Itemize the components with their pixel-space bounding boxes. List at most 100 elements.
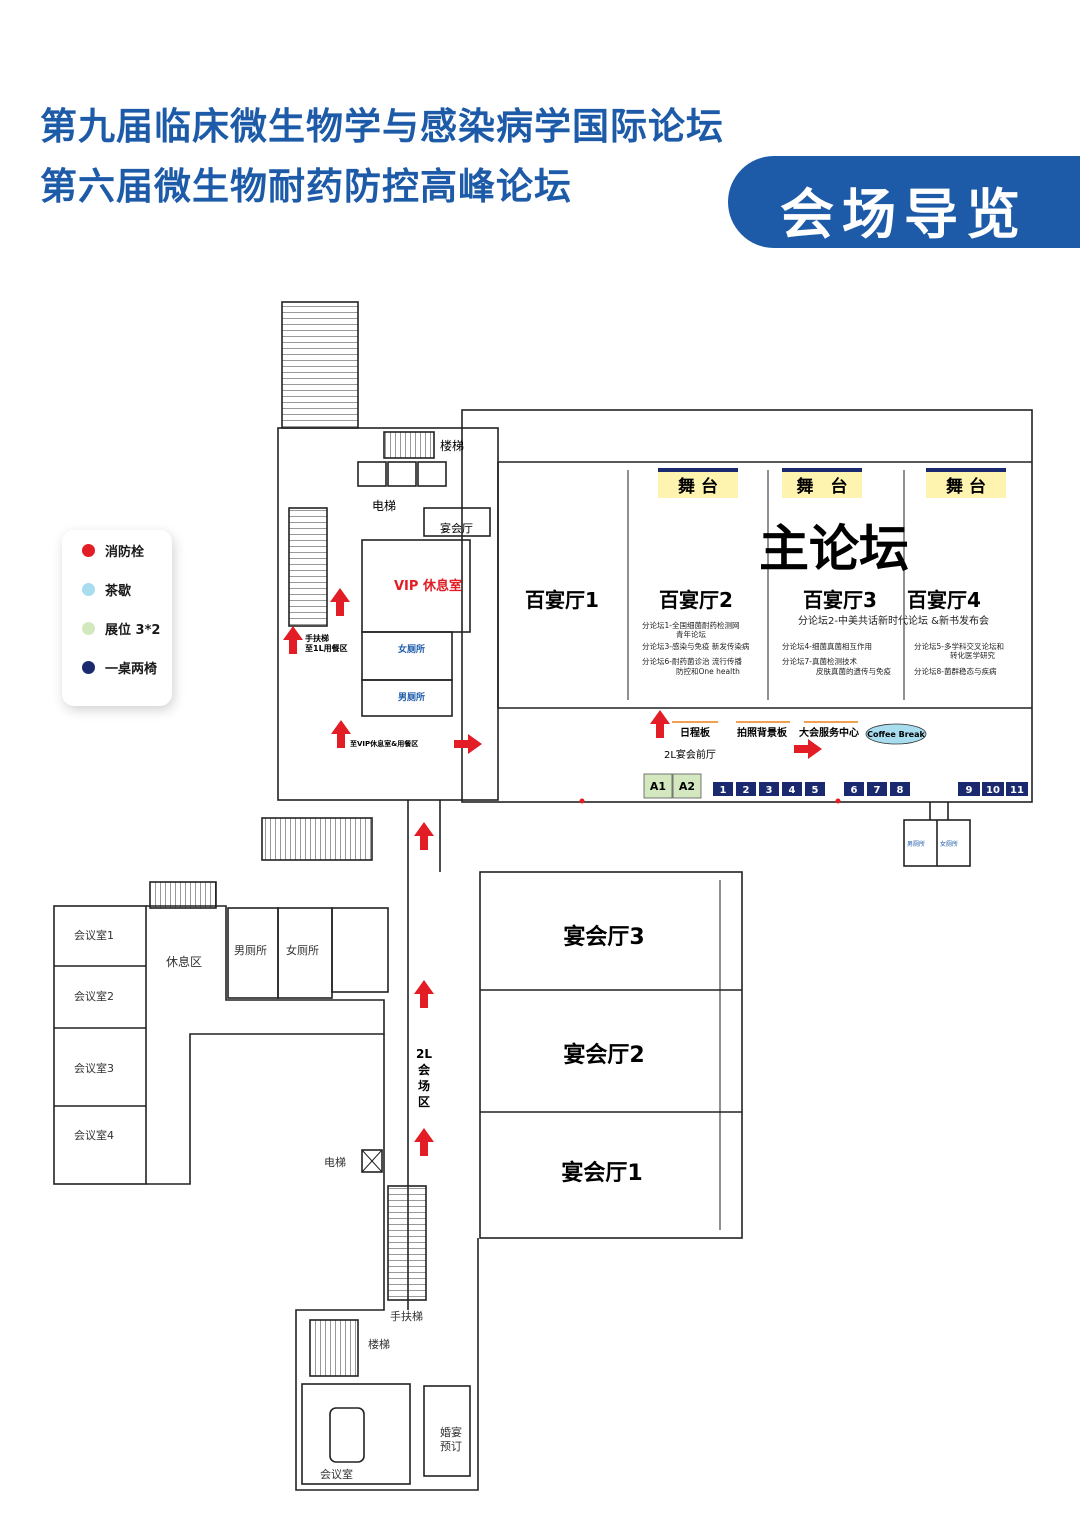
stage-marker — [782, 468, 862, 472]
booth-blue — [736, 782, 756, 796]
elevator-box — [387, 461, 417, 487]
direction-arrow-up-icon — [331, 720, 351, 748]
hall-3-label: 百宴厅3 — [803, 588, 877, 612]
restroom-women-label: 女厕所 — [398, 643, 425, 655]
direction-arrow-up-icon — [283, 626, 303, 654]
tea-break-dot-icon — [82, 582, 95, 596]
stage-2 — [782, 472, 862, 498]
booth-number: 7 — [874, 785, 881, 796]
booth-blue — [844, 782, 864, 796]
east-women-label: 女厕所 — [940, 840, 958, 848]
booth-blue — [958, 782, 980, 796]
booth-number: 11 — [1010, 785, 1024, 796]
hydrant-icon — [579, 798, 585, 804]
hall-4-note: 分论坛5-多学科交叉论坛和 — [914, 641, 1004, 651]
wedding-label: 预订 — [440, 1440, 462, 1453]
wedding-desk — [423, 1385, 471, 1477]
legend-item: 茶歇 — [82, 579, 131, 599]
escalator-south-label: 手扶梯 — [390, 1309, 423, 1323]
legend-label: 消防栓 — [105, 544, 145, 560]
hall-3-note: 分论坛2-中美共话新时代论坛 &新书发布会 — [798, 614, 989, 627]
meeting-room-bottom-label: 会议室 — [320, 1467, 353, 1481]
booth-number: 3 — [766, 785, 773, 796]
stairs-west — [149, 881, 217, 909]
booth-blue — [805, 782, 825, 796]
booth-label: A1 — [650, 780, 666, 793]
venue-area-label: 区 — [418, 1095, 430, 1109]
direction-arrow-right-icon — [454, 734, 482, 754]
restroom-women-south-label: 女厕所 — [286, 943, 319, 957]
legend-label: 茶歇 — [105, 583, 132, 599]
escalator-south — [387, 1185, 427, 1301]
stairs-south — [309, 1319, 359, 1377]
venue-area-label: 会 — [418, 1062, 431, 1077]
meeting-table — [329, 1407, 365, 1463]
main-hall — [461, 409, 1033, 803]
stairs-north — [383, 431, 435, 459]
hydrant-icon — [835, 798, 841, 804]
hall-2-note: 分论坛6-耐药菌诊治 流行传播 — [642, 656, 742, 666]
venue-guide-badge: 会场导览 — [728, 156, 1080, 248]
foyer-label: 2L宴会前厅 — [664, 748, 716, 761]
elevator-box — [417, 461, 447, 487]
west-meeting-wing — [53, 905, 147, 1185]
escalator-mid — [261, 817, 373, 861]
restroom-men-label: 男厕所 — [398, 691, 425, 703]
legend-label: 展位 3*2 — [105, 622, 161, 638]
direction-arrow-up-icon — [414, 822, 434, 850]
elevator-box — [357, 461, 387, 487]
booth-blue — [713, 782, 733, 796]
schedule-board-label: 日程板 — [680, 726, 711, 739]
booth-blue — [759, 782, 779, 796]
booth-green — [672, 773, 702, 799]
hall-2-note: 防控和One health — [676, 666, 740, 676]
main-forum-title: 主论坛 — [759, 520, 909, 578]
service-center-label: 大会服务中心 — [799, 726, 859, 739]
coffee-break-label: Coffee Break — [867, 730, 925, 739]
venue-area-label: 场 — [418, 1079, 430, 1093]
meeting-room-label: 会议室3 — [74, 1061, 114, 1075]
banquet-hall-3-label: 宴会厅3 — [563, 924, 644, 950]
direction-arrow-right-icon — [794, 739, 822, 759]
meeting-room-label: 会议室4 — [74, 1128, 114, 1142]
hall-2-note: 分论坛1-全国细菌耐药检测网 — [642, 620, 739, 630]
booth-blue — [982, 782, 1004, 796]
banquet-small-label: 宴会厅 — [440, 521, 473, 535]
booth-number: 10 — [986, 785, 1000, 796]
east-men-label: 男厕所 — [907, 840, 925, 848]
meeting-room-label: 会议室1 — [74, 928, 114, 942]
hall-2-label: 百宴厅2 — [659, 588, 733, 612]
vip-lounge-label: VIP 休息室 — [394, 578, 462, 594]
stage-marker — [658, 468, 738, 472]
south-banquet-block — [479, 871, 743, 1239]
escalator-note: 至1L用餐区 — [305, 643, 348, 653]
meeting-room-label: 会议室2 — [74, 989, 114, 1003]
photo-wall-label: 拍照背景板 — [737, 726, 788, 739]
meeting-room-bottom — [301, 1383, 411, 1485]
booth-blue — [867, 782, 887, 796]
stage-marker — [926, 468, 1006, 472]
stage-1 — [658, 472, 738, 498]
hall-2-note: 分论坛3-感染与免疫 新发传染病 — [642, 641, 750, 651]
booth-blue — [1006, 782, 1028, 796]
venue-guide-label: 会场导览 — [780, 183, 1028, 246]
booth-number: 1 — [720, 785, 727, 796]
direction-arrow-up-icon — [650, 710, 670, 738]
legend-label: 一桌两椅 — [105, 661, 158, 677]
direction-arrow-up-icon — [414, 980, 434, 1008]
stage-label: 舞 台 — [797, 476, 848, 497]
banquet-hall-2-label: 宴会厅2 — [563, 1042, 644, 1068]
hall-4-note: 转化医学研究 — [950, 650, 995, 660]
forum-title-2: 第六届微生物耐药防控高峰论坛 — [40, 165, 572, 208]
stairs-south-label: 楼梯 — [368, 1337, 390, 1351]
coffee-break-icon — [865, 723, 927, 745]
hall-2-note: 青年论坛 — [676, 629, 706, 639]
rest-area-label: 休息区 — [166, 954, 202, 969]
map-legend: 消防栓 茶歇 展位 3*2 一桌两椅 — [62, 530, 172, 706]
elevator-label: 电梯 — [372, 499, 396, 513]
elevator-south-label: 电梯 — [324, 1156, 346, 1169]
hall-4-label: 百宴厅4 — [907, 588, 981, 612]
restroom-men-south-label: 男厕所 — [234, 944, 267, 957]
escalator-note: 手扶梯 — [305, 633, 329, 643]
hall-4-note: 分论坛8-菌群稳态与疾病 — [914, 666, 997, 676]
